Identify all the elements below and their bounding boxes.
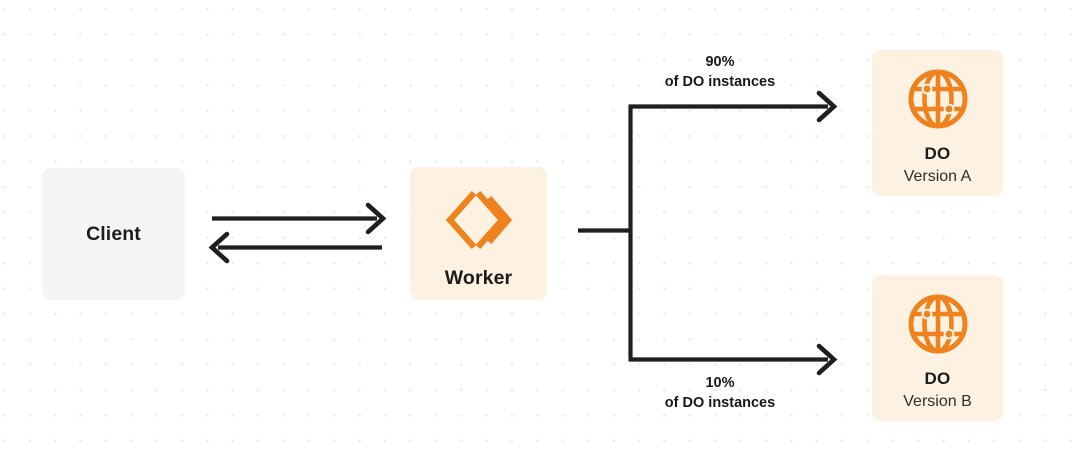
node-worker[interactable]: Worker — [410, 167, 547, 300]
edge-label-do-b-text: of DO instances — [664, 395, 776, 411]
arrow-worker-to-do-a — [628, 90, 838, 123]
node-do-b-version: Version B — [903, 393, 972, 410]
node-worker-label: Worker — [444, 267, 513, 289]
node-do-a-label: DO — [924, 144, 951, 163]
branch-connector — [578, 108, 633, 358]
node-client[interactable]: Client — [42, 168, 185, 300]
edge-label-do-a-text: of DO instances — [664, 74, 776, 90]
node-do-a-version: Version A — [903, 168, 972, 185]
arrow-worker-to-client — [208, 231, 382, 264]
arrow-worker-to-do-b — [628, 343, 838, 376]
edge-label-do-b: 10% of DO instances — [620, 373, 820, 413]
globe-icon — [907, 68, 969, 130]
edge-label-do-b-percent: 10% — [705, 375, 735, 391]
edge-label-do-a-percent: 90% — [705, 54, 735, 70]
node-do-version-a[interactable]: DO Version A — [872, 50, 1003, 196]
arrow-client-to-worker — [212, 202, 387, 235]
globe-icon — [907, 293, 969, 355]
cloudflare-workers-icon — [444, 189, 514, 251]
node-do-b-label: DO — [924, 369, 951, 388]
node-client-label: Client — [86, 222, 141, 245]
node-do-version-b[interactable]: DO Version B — [872, 275, 1003, 421]
edge-label-do-a: 90% of DO instances — [620, 52, 820, 92]
